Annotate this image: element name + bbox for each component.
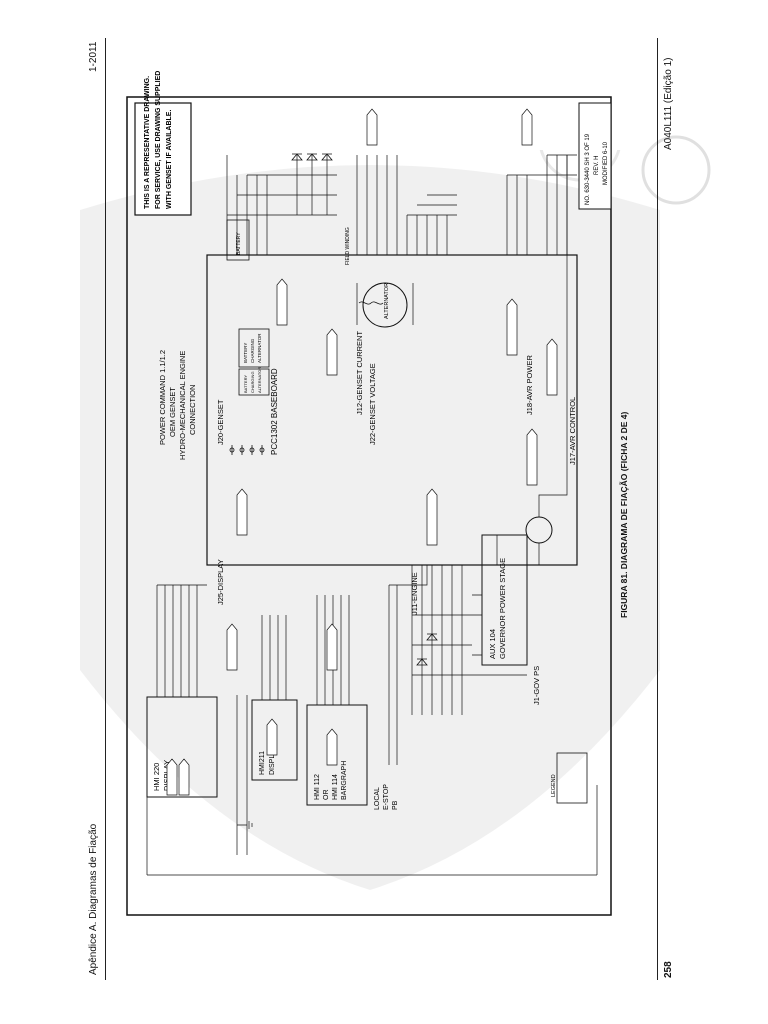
hmi220-box bbox=[146, 696, 218, 798]
connector-j1: J1-GOV PS bbox=[532, 666, 541, 705]
legend-box bbox=[556, 752, 588, 804]
battery-alt-1-line-3: ALTERNATOR bbox=[257, 333, 262, 363]
title-block-line-2: REV. H bbox=[594, 156, 600, 175]
battery-alternator-1 bbox=[238, 328, 270, 368]
battery-alternator-2 bbox=[238, 368, 270, 396]
estop-line-2: E-STOP bbox=[383, 784, 390, 810]
diagram-title-1: POWER COMMAND 1.1/1.2 bbox=[158, 350, 167, 445]
field-winding-label: FIELD WINDING bbox=[345, 227, 351, 265]
figure-caption: FIGURA 81. DIAGRAMA DE FIAÇÃO (FICHA 2 D… bbox=[619, 411, 629, 618]
title-block-line-3: MODIFIED 6-10 bbox=[603, 141, 609, 185]
hmi220-line-1: HMI 220 bbox=[152, 763, 161, 791]
connector-j12: J12-GENSET CURRENT bbox=[355, 331, 364, 415]
note-box bbox=[134, 102, 192, 216]
note-line-1: THIS IS A REPRESENTATIVE DRAWING. bbox=[144, 76, 151, 209]
hmi112-line-3: HMI 114 bbox=[332, 774, 339, 800]
note-line-2: FOR SERVICE, USE DRAWING SUPPLIED bbox=[155, 71, 162, 209]
baseboard-box bbox=[206, 254, 578, 566]
diagram-title-2: OEM GENSET bbox=[168, 387, 177, 437]
diagram-border bbox=[126, 96, 612, 916]
header-rule bbox=[105, 38, 106, 980]
hmi211-line-2: DISPLAY bbox=[269, 746, 276, 775]
hmi112-line-4: BARGRAPH bbox=[341, 761, 348, 800]
alternator-label: ALTERNATOR bbox=[384, 283, 390, 319]
connector-j25: J25-DISPLAY bbox=[216, 559, 225, 605]
wiring-lines bbox=[146, 154, 598, 876]
aux104-box bbox=[481, 534, 528, 666]
hmi112-line-1: HMI 112 bbox=[314, 774, 321, 800]
battery-alt-1-line-1: BATTERY bbox=[243, 343, 248, 363]
aux104-line-1: AUX 104 bbox=[488, 629, 497, 659]
alternator-symbol bbox=[362, 282, 408, 328]
hmi112-box bbox=[306, 704, 368, 806]
pmg-symbol bbox=[525, 516, 553, 544]
title-block-line-1: NO. 630-3440 SH 3 OF 19 bbox=[585, 133, 591, 205]
diagram-title-3: HYDRO-MECHANICAL ENGINE bbox=[178, 351, 187, 460]
battery-alt-1-line-2: CHARGING bbox=[250, 338, 255, 363]
baseboard-label: PCC1302 BASEBOARD bbox=[270, 368, 279, 455]
connector-j20: J20-GENSET bbox=[216, 399, 225, 445]
hmi211-line-1: HMI211 bbox=[259, 751, 266, 775]
note-line-3: WITH GENSET IF AVAILABLE. bbox=[166, 110, 173, 209]
battery-alt-2-line-3: ALTERNATOR bbox=[257, 367, 262, 393]
footer-rule bbox=[657, 38, 658, 980]
title-block bbox=[578, 102, 612, 210]
battery-label: BATTERY bbox=[236, 232, 242, 255]
connector-j17: J17-AVR CONTROL bbox=[568, 397, 577, 465]
battery-alt-2-line-1: BATTERY bbox=[243, 375, 248, 393]
connector-j11: J11-ENGINE bbox=[410, 572, 419, 615]
connector-j18: J18-AVR POWER bbox=[525, 355, 534, 415]
estop-line-1: LOCAL bbox=[374, 787, 381, 810]
hmi112-line-2: OR bbox=[323, 790, 330, 801]
reference-tags bbox=[166, 108, 558, 796]
legend-title: LEGEND bbox=[551, 774, 557, 797]
aux104-line-2: GOVERNOR POWER STAGE bbox=[498, 558, 507, 659]
connector-j22: J22-GENSET VOLTAGE bbox=[368, 363, 377, 445]
hmi220-line-2: DISPLAY bbox=[162, 760, 171, 791]
battery-alt-2-line-2: CHARGING bbox=[250, 371, 255, 393]
component-symbols bbox=[229, 153, 438, 666]
registered-mark-watermark bbox=[641, 135, 711, 205]
hmi211-box bbox=[251, 699, 298, 781]
estop-line-3: PB bbox=[392, 800, 399, 810]
diagram-title-4: CONNECTION bbox=[188, 385, 197, 435]
